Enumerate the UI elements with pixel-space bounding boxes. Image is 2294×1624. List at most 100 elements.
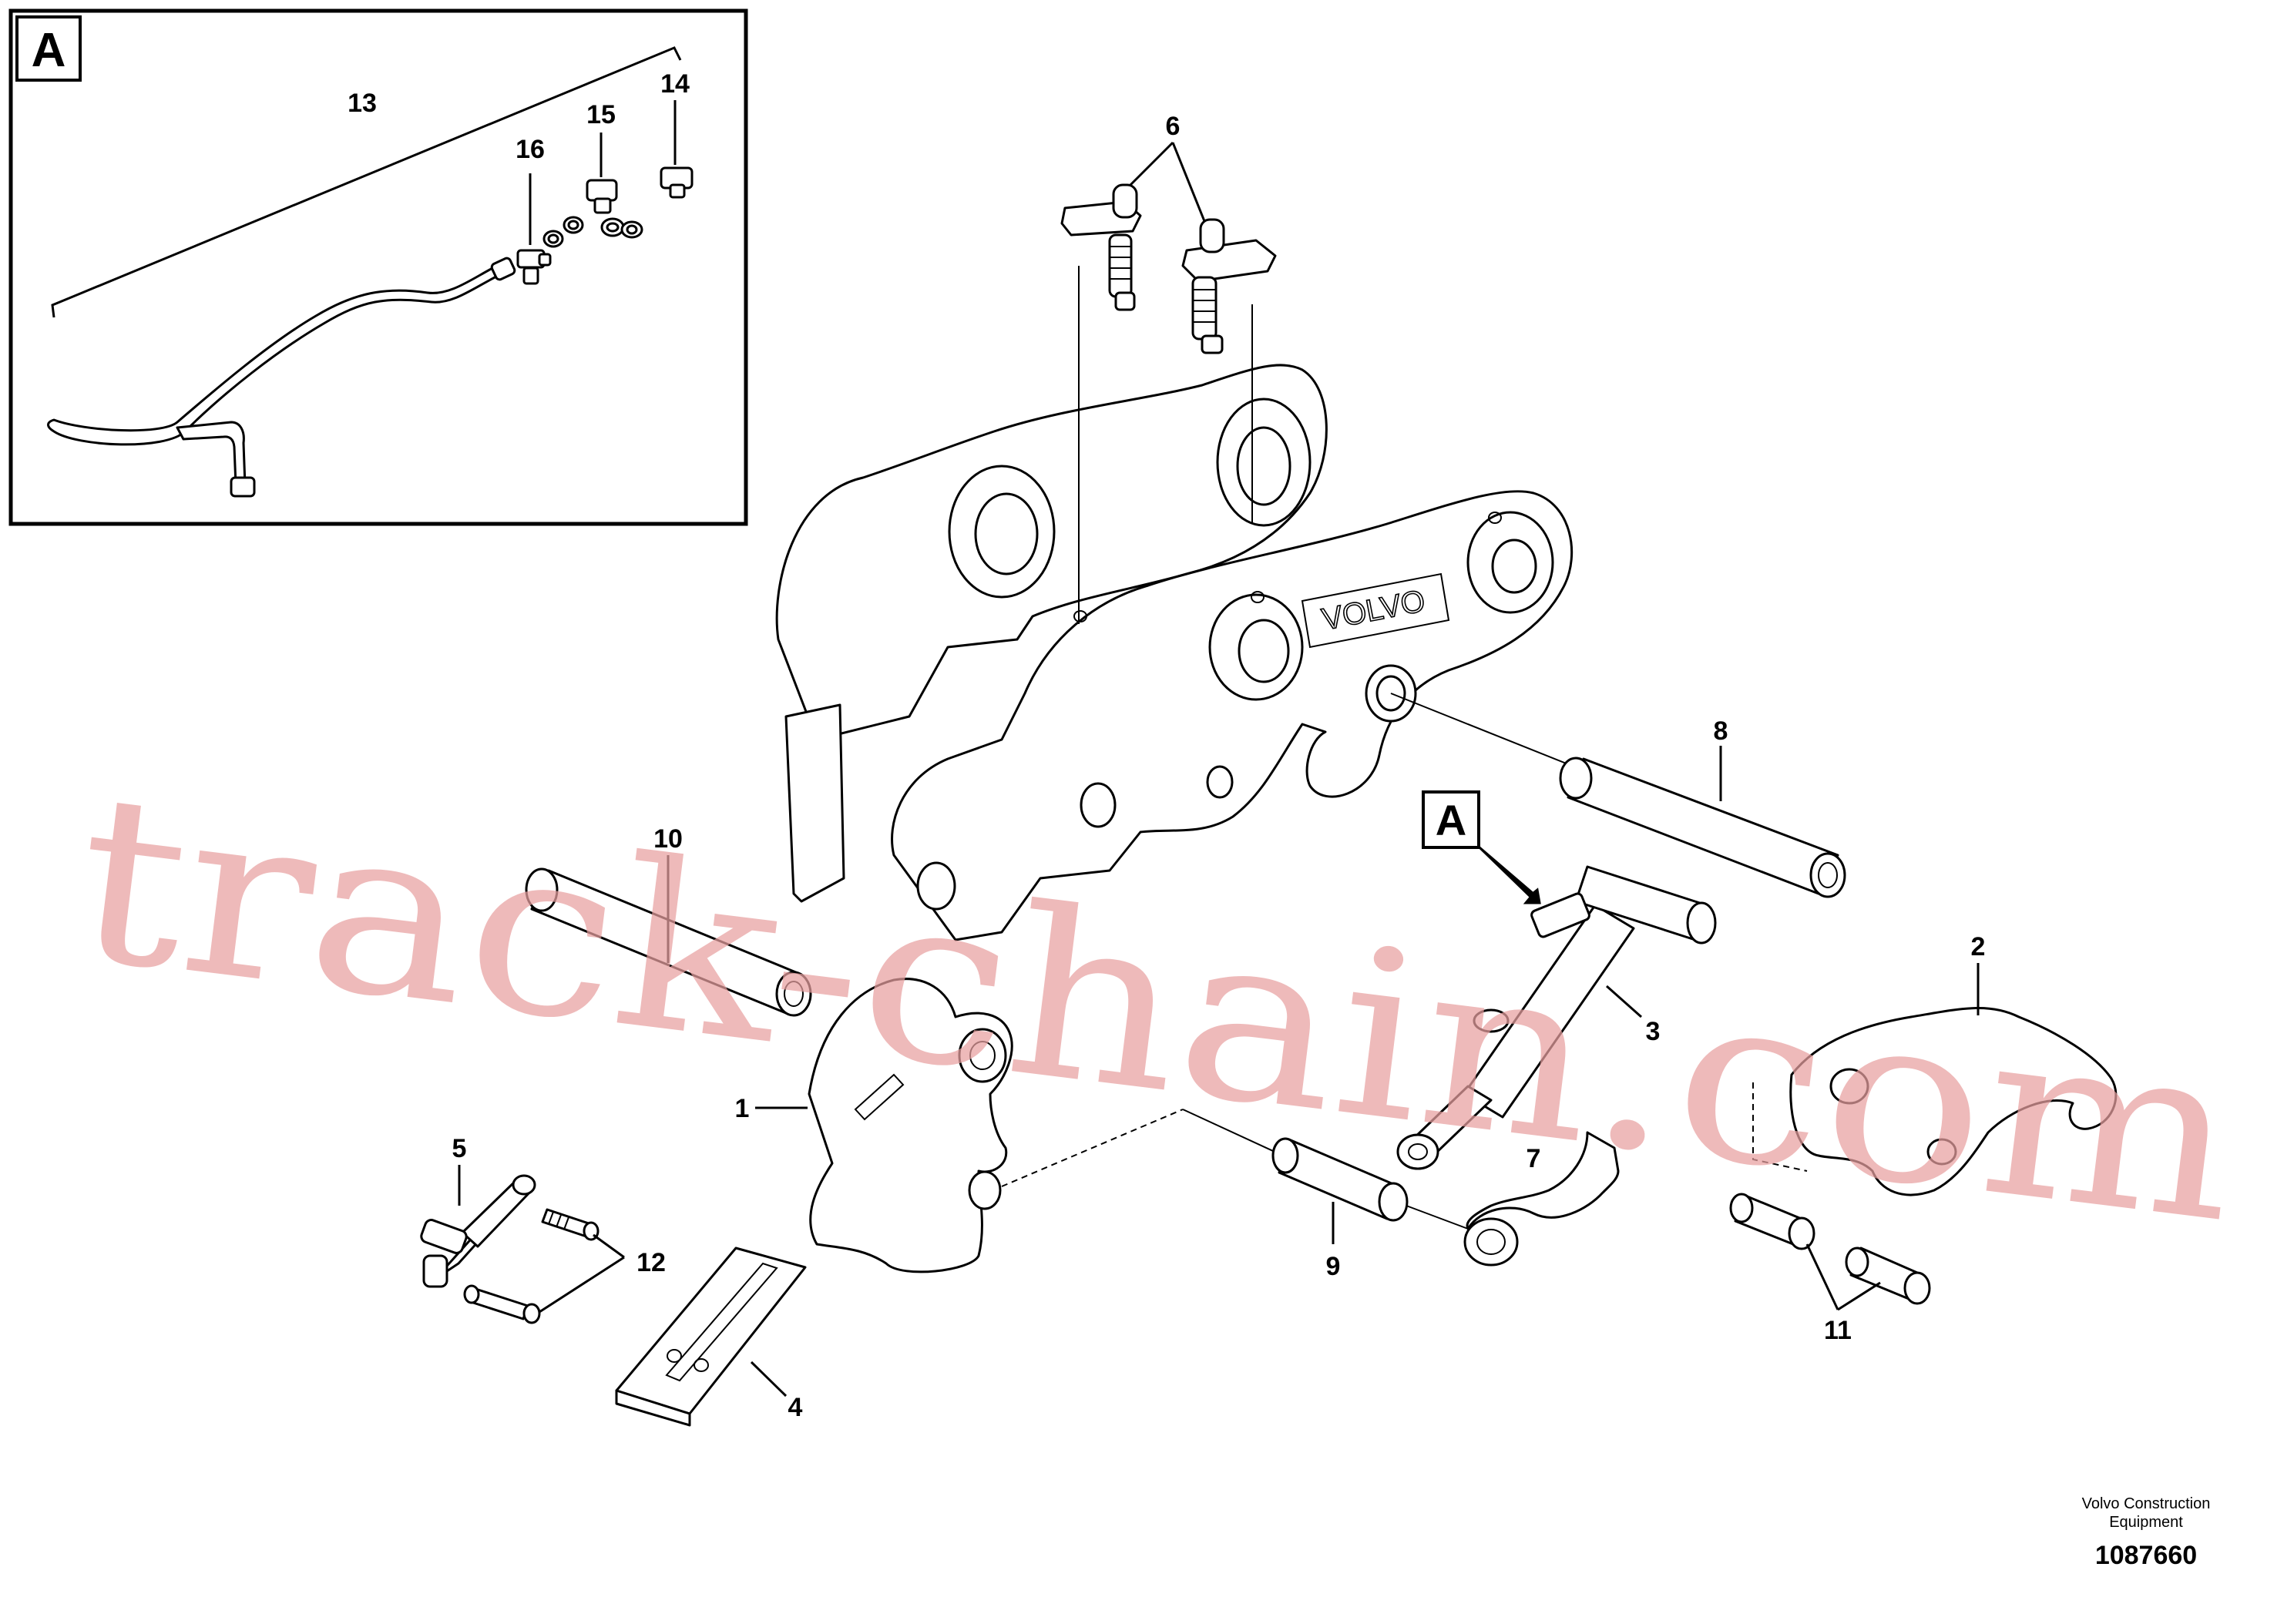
lock-pin-5-tip xyxy=(422,1254,448,1288)
wear-plate-4-bolt-2 xyxy=(694,1358,709,1372)
wear-plate-4-groove xyxy=(665,1262,778,1382)
valve-left xyxy=(1060,183,1142,311)
lock-pin-5: 5 xyxy=(420,1134,536,1288)
lock-pin-5-handle xyxy=(420,1219,468,1254)
footer-company-line1: Volvo Construction xyxy=(2082,1495,2211,1512)
callout-3: 3 xyxy=(1646,1017,1661,1046)
pin-8: 8 xyxy=(1390,693,1846,898)
pin-10-end-right-bore xyxy=(784,981,804,1007)
hydraulic-cylinder-3: 3 xyxy=(1396,865,1717,1170)
fitting-12-upper xyxy=(541,1208,600,1241)
frame-side-block xyxy=(784,703,845,903)
callout-12: 12 xyxy=(636,1248,666,1277)
callout-15: 15 xyxy=(586,100,616,129)
callout-13: 13 xyxy=(348,89,377,118)
pin-10: 10 xyxy=(525,824,812,1017)
title-block: Volvo Construction Equipment 1087660 xyxy=(2082,1495,2211,1570)
callout-14: 14 xyxy=(660,69,690,99)
o-rings-16 xyxy=(542,216,584,248)
callout-5: 5 xyxy=(452,1134,467,1163)
front-pin-boss-right-inner xyxy=(1491,539,1537,594)
jaw-1-slot xyxy=(854,1073,905,1121)
cylinder-rod-eye-bore xyxy=(1408,1143,1428,1160)
lock-valve-assembly-6: 6 xyxy=(1060,112,1277,624)
lock-hook-body xyxy=(1789,1007,2118,1196)
pin-8-end-left xyxy=(1559,757,1593,800)
leader-12-lower xyxy=(539,1256,625,1314)
jaw-1-dash xyxy=(1001,1109,1184,1187)
pin-9-end-right xyxy=(1378,1182,1409,1222)
callout-2: 2 xyxy=(1971,932,1986,961)
pin-8-end-right-bore xyxy=(1818,862,1838,888)
link-7-body xyxy=(1466,1131,1620,1230)
hose-13-fitting-bottom xyxy=(230,476,256,498)
callout-6: 6 xyxy=(1166,112,1181,141)
hose-13-elbow xyxy=(176,421,247,487)
rear-pin-boss-left-inner xyxy=(974,492,1039,575)
detail-badge-box xyxy=(1422,790,1480,849)
pin-9-guide xyxy=(1182,1109,1284,1156)
coupler-frame: VOLVO xyxy=(775,364,1574,941)
hose-13-fitting-top xyxy=(490,257,516,281)
hook-bore-small xyxy=(1206,765,1234,799)
lock-pin-5-head xyxy=(512,1174,536,1196)
jaw-1-boss-top xyxy=(958,1028,1007,1083)
pin-9-guide-right xyxy=(1406,1205,1469,1230)
leader-11-left xyxy=(1805,1243,1839,1310)
cylinder-rod-eye xyxy=(1396,1133,1439,1170)
pin-10-end-left xyxy=(525,867,559,912)
footer-drawing-number: 1087660 xyxy=(2095,1541,2197,1570)
callout-8: 8 xyxy=(1714,716,1728,746)
nameplate-plate xyxy=(1301,572,1450,649)
bolt-hole-3 xyxy=(1073,610,1087,622)
pin-8-guide xyxy=(1390,693,1584,771)
callout-16: 16 xyxy=(516,135,545,164)
wear-plate-4: 4 xyxy=(615,1247,807,1427)
leader-4 xyxy=(750,1361,788,1398)
cylinder-valve-block xyxy=(1530,892,1590,938)
hook-bore-left xyxy=(916,861,956,911)
link-7-eye-bore xyxy=(1476,1229,1506,1255)
frame-front-plate xyxy=(891,490,1574,941)
inset-badge-letter: A xyxy=(32,24,66,77)
lock-hook-bore-left xyxy=(1829,1068,1869,1105)
callout-9: 9 xyxy=(1326,1252,1341,1281)
callout-10: 10 xyxy=(653,824,683,854)
callout-11: 11 xyxy=(1824,1316,1852,1345)
adapter-16 xyxy=(516,249,552,285)
hydraulic-hose-13 xyxy=(47,264,504,446)
rear-pin-boss-right-inner xyxy=(1236,426,1291,506)
detail-badge-letter: A xyxy=(1436,796,1466,844)
footer-company-line2: Equipment xyxy=(2109,1514,2183,1531)
callout-4: 4 xyxy=(788,1393,803,1422)
jaw-1-boss-bottom xyxy=(968,1170,1002,1210)
bolt-hole-2 xyxy=(1251,591,1265,603)
jaw-1-boss-top-bore xyxy=(969,1041,996,1070)
leader-6-left xyxy=(1127,141,1174,188)
callout-1: 1 xyxy=(735,1094,750,1123)
callout-7: 7 xyxy=(1527,1144,1541,1173)
hose-13-guide xyxy=(51,46,682,318)
lock-hook-bore-right xyxy=(1926,1138,1957,1166)
leader-3 xyxy=(1606,985,1642,1018)
pin-8-end-right xyxy=(1809,852,1846,898)
pin-10-end-right xyxy=(775,971,812,1017)
washer-14-hole xyxy=(626,224,638,235)
detail-badge-arrow xyxy=(1478,846,1541,904)
inset-detail-a: A xyxy=(8,8,748,526)
wear-plate-4-bolt-1 xyxy=(667,1349,682,1363)
leader-11-right xyxy=(1837,1281,1881,1311)
jaw-1: 1 xyxy=(735,978,1184,1273)
link-7-eye xyxy=(1463,1217,1519,1267)
lock-hook-2: 2 xyxy=(1752,932,2118,1196)
inset-frame xyxy=(8,8,748,526)
adapter-15 xyxy=(586,179,625,237)
fittings-12: 12 xyxy=(463,1208,666,1324)
pin-9: 9 xyxy=(1182,1109,1469,1281)
leader-12-upper xyxy=(593,1233,625,1259)
fitting-12-lower xyxy=(463,1284,541,1324)
valve-right xyxy=(1181,218,1277,354)
leader-6-right xyxy=(1171,142,1207,226)
pin-9-end-left xyxy=(1271,1137,1299,1174)
inset-badge-box xyxy=(15,15,82,82)
